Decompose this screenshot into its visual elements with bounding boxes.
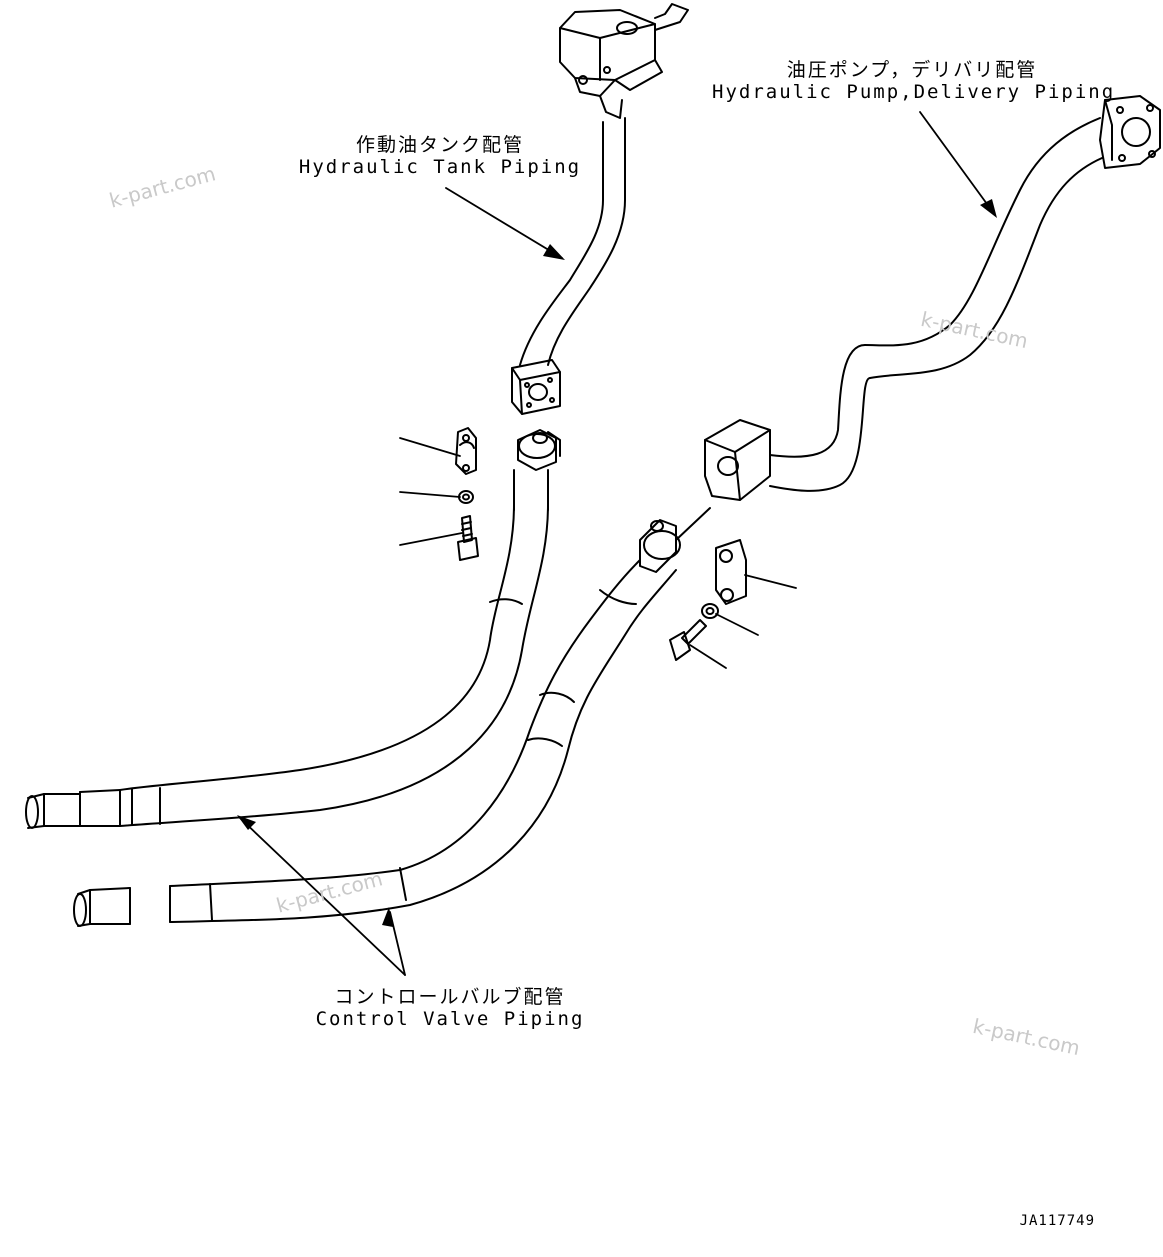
control-valve-piping-label: コントロールバルブ配管 Control Valve Piping	[300, 986, 600, 1030]
arrowheads	[237, 199, 997, 927]
leader-lines	[239, 111, 996, 976]
tank-piping-label-jp: 作動油タンク配管	[355, 134, 524, 156]
pump-hose-clamp	[639, 507, 711, 573]
pump-pipe	[769, 95, 1161, 492]
left-bolt	[457, 515, 479, 561]
tank-piping-label: 作動油タンク配管 Hydraulic Tank Piping	[290, 134, 590, 178]
pump-piping-label: 油圧ポンプ，デリバリ配管 Hydraulic Pump,Delivery Pip…	[712, 59, 1116, 103]
tank-hose	[25, 469, 549, 829]
tank-pipe-upper	[519, 117, 626, 366]
right-washer	[701, 603, 719, 619]
top-valve-bracket	[559, 3, 689, 119]
control-valve-piping-label-en: Control Valve Piping	[315, 1008, 585, 1030]
drawing-code: JA117749	[1019, 1213, 1095, 1229]
tank-piping-label-en: Hydraulic Tank Piping	[298, 156, 582, 178]
right-bolt	[669, 619, 707, 661]
pump-piping-label-jp: 油圧ポンプ，デリバリ配管	[786, 59, 1038, 81]
pump-piping-label-en: Hydraulic Pump,Delivery Piping	[712, 81, 1116, 103]
pump-flange	[704, 419, 771, 501]
left-split-clamp	[455, 427, 477, 475]
right-split-clamp	[715, 539, 747, 605]
tank-flange	[511, 359, 561, 415]
control-valve-piping-label-jp: コントロールバルブ配管	[334, 986, 566, 1008]
tank-hose-clamp	[517, 429, 561, 471]
left-washer	[458, 490, 474, 504]
